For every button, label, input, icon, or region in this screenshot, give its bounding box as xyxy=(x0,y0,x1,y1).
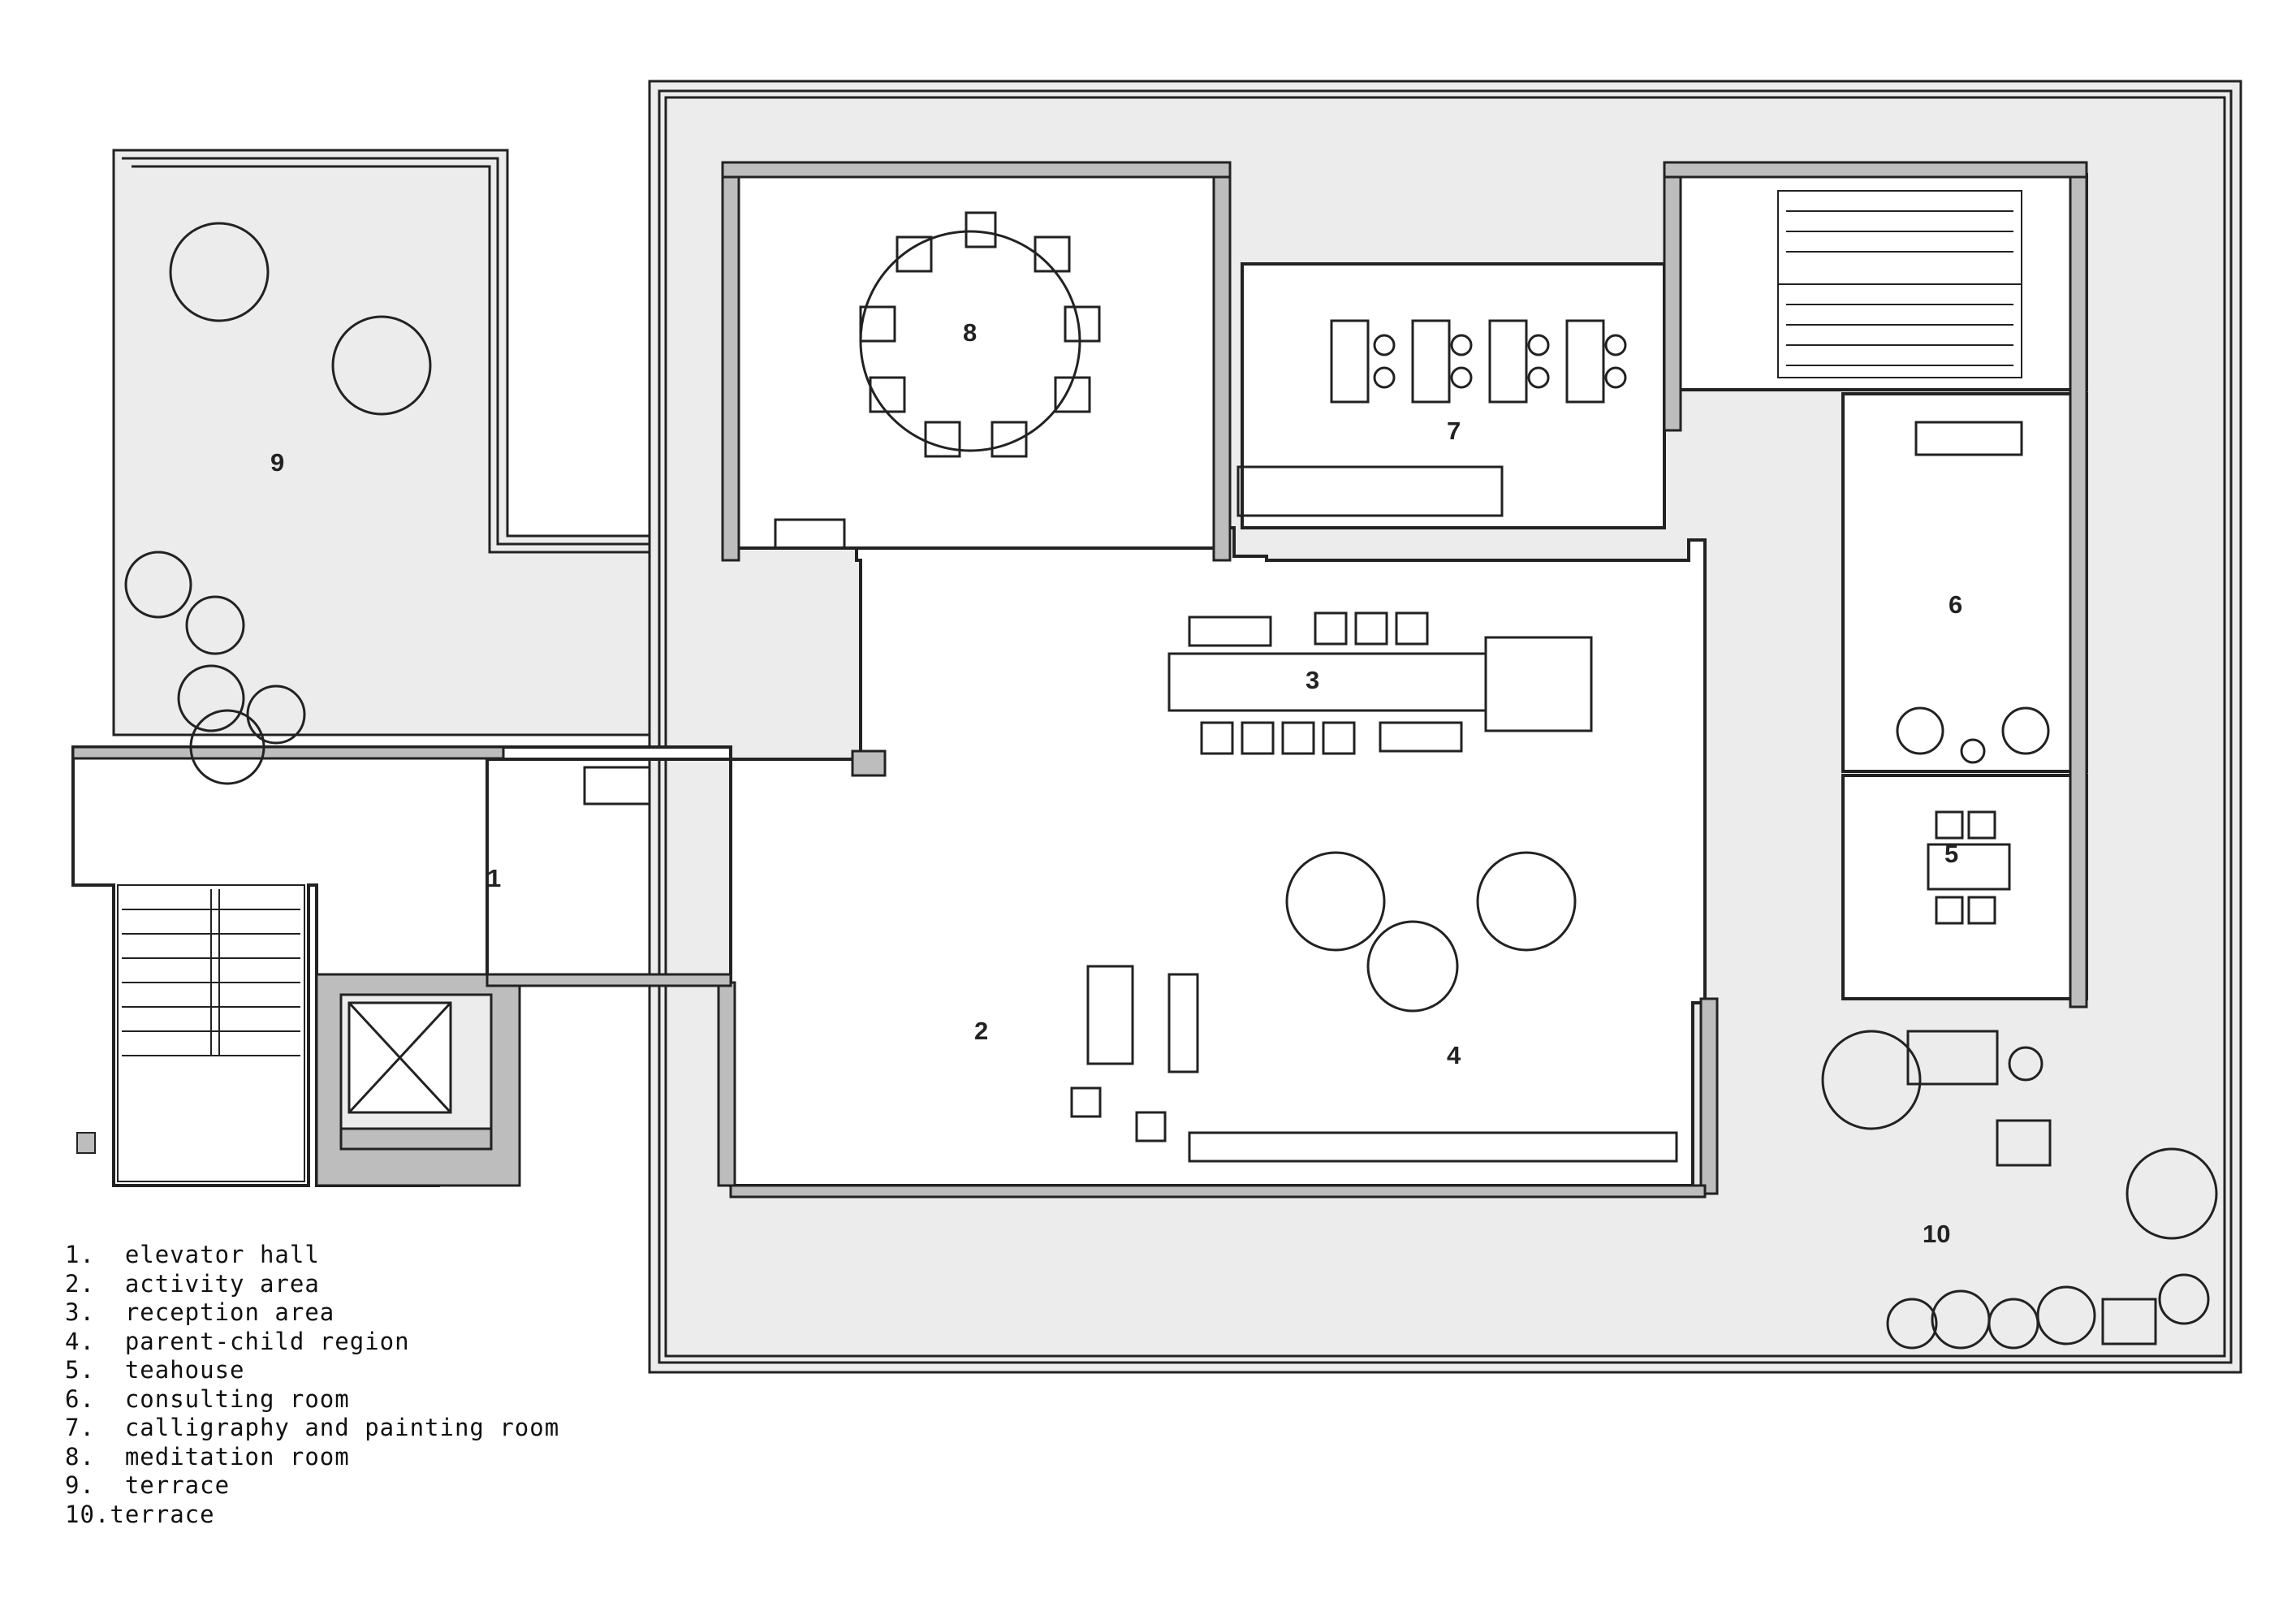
teahouse-furniture xyxy=(1927,810,2011,925)
parent-child-furniture xyxy=(1070,851,1678,1163)
legend-item: 2. activity area xyxy=(65,1269,320,1298)
legend: 1. elevator hall 2. activity area 3. rec… xyxy=(65,1241,559,1529)
legend-item: 5. teahouse xyxy=(65,1356,245,1384)
room-number-10: 10 xyxy=(1923,1220,1950,1248)
reception-counter xyxy=(583,611,1593,806)
legend-item: 4. parent-child region xyxy=(65,1327,410,1355)
room-number-6: 6 xyxy=(1949,590,1962,619)
legend-item: 10.terrace xyxy=(65,1500,215,1528)
room-number-4: 4 xyxy=(1447,1041,1461,1069)
legend-item: 7. calligraphy and painting room xyxy=(65,1414,560,1441)
room-number-7: 7 xyxy=(1447,417,1461,445)
calligraphy-tables xyxy=(1236,319,1627,517)
room-numbers: 1 2 3 4 5 6 7 8 9 10 xyxy=(270,318,1962,1248)
meditation-chairs xyxy=(774,211,1101,550)
consulting-furniture xyxy=(1896,421,2050,764)
stair-east xyxy=(1777,190,2022,378)
room-number-2: 2 xyxy=(974,1017,988,1045)
terrace-9-area xyxy=(112,149,651,736)
stair-elevator-hall xyxy=(76,884,305,1182)
room-number-3: 3 xyxy=(1306,666,1319,694)
legend-item: 8. meditation room xyxy=(65,1442,350,1471)
planting xyxy=(124,551,306,785)
room-number-1: 1 xyxy=(487,864,501,892)
legend-item: 1. elevator hall xyxy=(65,1241,320,1268)
legend-item: 9. terrace xyxy=(65,1471,231,1499)
umbrellas xyxy=(169,222,2218,1240)
room-number-8: 8 xyxy=(963,318,977,347)
room-number-9: 9 xyxy=(270,448,284,477)
legend-item: 6. consulting room xyxy=(65,1384,350,1413)
legend-item: 3. reception area xyxy=(65,1298,335,1326)
terrace-10-furniture xyxy=(1886,1030,2210,1350)
room-number-5: 5 xyxy=(1944,840,1958,868)
elevator-shaft xyxy=(347,1001,452,1114)
